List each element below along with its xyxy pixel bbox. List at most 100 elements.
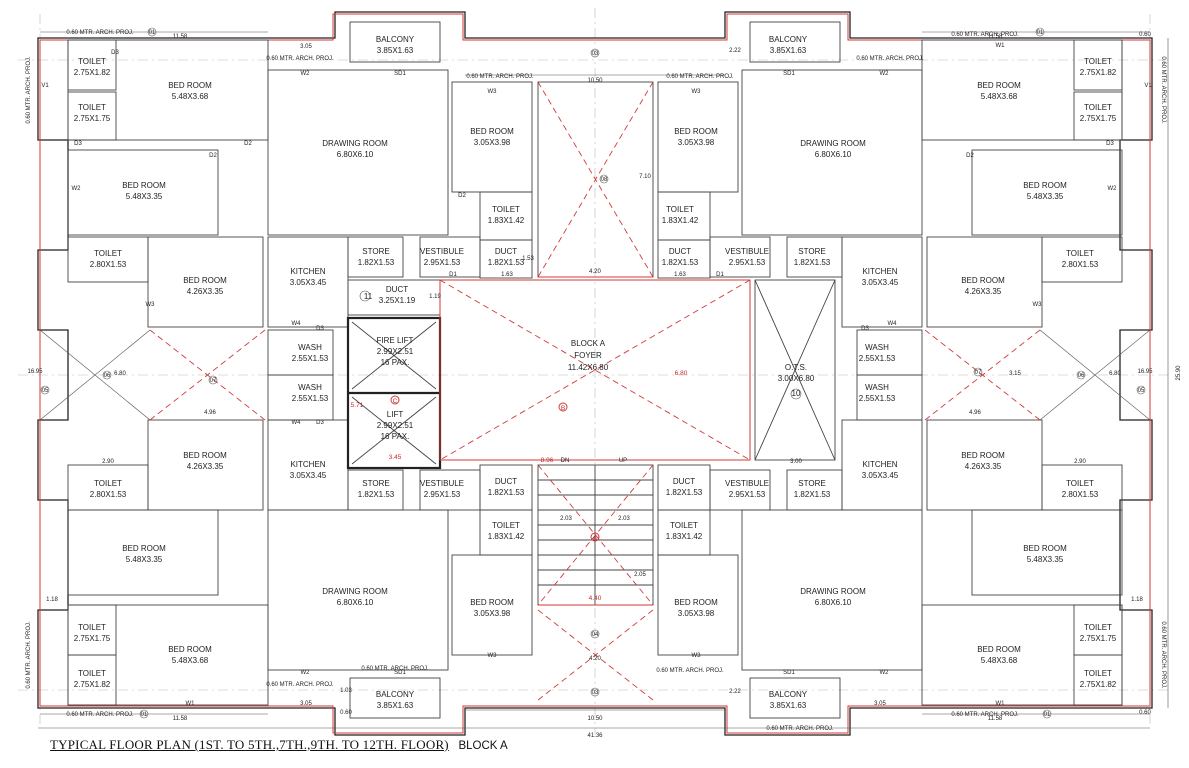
dim-text: 8.96 xyxy=(541,457,554,464)
room-size: 2.55X1.53 xyxy=(859,394,896,403)
room-name: VESTIBULE xyxy=(725,479,769,488)
dim-text: 2.90 xyxy=(1074,459,1086,465)
core xyxy=(346,81,836,701)
room-size: 3.05X3.98 xyxy=(678,138,715,147)
room-size: 3.05X3.98 xyxy=(474,609,511,618)
room-size: 4.26X3.35 xyxy=(187,287,224,296)
room-size: 1.82X1.53 xyxy=(358,258,395,267)
room-size: 6.80X6.10 xyxy=(815,150,852,159)
dim-text: 4.20 xyxy=(589,656,601,662)
dim-text: 2.22 xyxy=(729,48,741,54)
grid-mark: B xyxy=(561,405,565,412)
opening-tag: D3 xyxy=(316,420,324,426)
grid-mark: C xyxy=(393,398,398,405)
room-name: DRAWING ROOM xyxy=(800,587,866,596)
room-size: 3.05X3.45 xyxy=(862,471,899,480)
dim-text: 6.80 xyxy=(114,371,126,377)
fire-lift-name: FIRE LIFT xyxy=(377,336,414,345)
room-size: 2.95X1.53 xyxy=(424,258,461,267)
fire-lift-pax: 16 PAX. xyxy=(381,358,410,367)
room-name: TOILET xyxy=(1066,249,1094,258)
room-size: 2.75X1.82 xyxy=(1080,680,1117,689)
room-name: BED ROOM xyxy=(1023,181,1067,190)
grid-mark: 06 xyxy=(1078,373,1085,379)
dim-text: 11.58 xyxy=(988,716,1003,722)
proj-label: 0.60 MTR. ARCH. PROJ. xyxy=(666,74,734,80)
dim-text: 2.90 xyxy=(102,459,114,465)
grid-bubbles: 01 01 01 01 03 03 04 05 05 06 06 07 07 0… xyxy=(40,27,1146,719)
room-name: BED ROOM xyxy=(122,181,166,190)
dim-text: 4.40 xyxy=(589,595,602,602)
opening-tag: V1 xyxy=(1144,83,1152,89)
dim-text: 3.05 xyxy=(874,701,886,707)
grid-mark: 01 xyxy=(1044,712,1051,718)
room-size: 1.82X1.53 xyxy=(488,258,525,267)
room-name: BALCONY xyxy=(769,690,808,699)
room-name: KITCHEN xyxy=(290,267,325,276)
room-name: DUCT xyxy=(673,477,695,486)
opening-tags: D3 D3 D2 D2 W2 SD1 W3 D2 D1 V1 W2 W3 W4 … xyxy=(41,43,1152,707)
grid-mark: 07 xyxy=(975,370,982,376)
room-size: 5.48X3.35 xyxy=(126,555,163,564)
plan-caption: TYPICAL FLOOR PLAN (1ST. TO 5TH.,7TH.,9T… xyxy=(50,737,508,753)
room-name: BED ROOM xyxy=(961,276,1005,285)
opening-tag: D2 xyxy=(966,153,974,159)
opening-tag: W2 xyxy=(1108,186,1118,192)
opening-tag: W3 xyxy=(146,302,156,308)
room-name: TOILET xyxy=(1084,103,1112,112)
room-name: BED ROOM xyxy=(674,598,718,607)
room-name: TOILET xyxy=(1084,623,1112,632)
room-name: WASH xyxy=(865,343,889,352)
grid-mark: 03 xyxy=(592,51,599,57)
opening-tag: W1 xyxy=(186,701,196,707)
dim-text: 0.60 xyxy=(340,710,352,716)
room-name: TOILET xyxy=(78,57,106,66)
dim-text: 2.05 xyxy=(634,572,646,578)
dim-text: 1.63 xyxy=(674,272,686,278)
duct-center-id: 11 xyxy=(364,292,373,301)
room-name: VESTIBULE xyxy=(420,479,464,488)
room-size: 3.05X3.45 xyxy=(862,278,899,287)
duct-center-size: 3.25X1.19 xyxy=(379,296,416,305)
dim-text: 10.50 xyxy=(587,716,603,722)
room-size: 2.80X1.53 xyxy=(1062,260,1099,269)
room-name: TOILET xyxy=(78,669,106,678)
dim-overall-depth: 25.90 xyxy=(1176,365,1182,381)
stair-up: UP xyxy=(619,458,627,464)
room-name: BED ROOM xyxy=(122,544,166,553)
opening-tag: SD1 xyxy=(783,71,795,77)
duct-center-name: DUCT xyxy=(386,285,408,294)
dim-text: 1.03 xyxy=(340,688,352,694)
opening-tag: W1 xyxy=(996,701,1006,707)
room-size: 3.05X3.45 xyxy=(290,278,327,287)
dim-text: 11.58 xyxy=(988,34,1003,40)
room-size: 2.75X1.75 xyxy=(74,634,111,643)
opening-tag: W4 xyxy=(292,420,302,426)
opening-tag: D3 xyxy=(111,50,119,56)
left-partitions xyxy=(67,21,533,719)
room-size: 2.80X1.53 xyxy=(1062,490,1099,499)
dim-text: 7.10 xyxy=(639,174,651,180)
room-size: 2.75X1.75 xyxy=(74,114,111,123)
proj-label: 0.60 MTR. ARCH. PROJ. xyxy=(26,56,32,124)
room-name: TOILET xyxy=(1084,57,1112,66)
grid-mark: 08 xyxy=(601,177,608,183)
proj-label: 0.60 MTR. ARCH. PROJ. xyxy=(466,74,534,80)
room-name: BED ROOM xyxy=(183,451,227,460)
room-size: 6.80X6.10 xyxy=(337,598,374,607)
opening-tag: W2 xyxy=(880,670,890,676)
dim-text: 16.95 xyxy=(1137,369,1153,375)
room-name: DRAWING ROOM xyxy=(322,587,388,596)
dim-text: 16.95 xyxy=(27,369,43,375)
grid-mark: 06 xyxy=(104,373,111,379)
dim-text: 4.96 xyxy=(204,410,216,416)
grid-mark: 01 xyxy=(149,30,156,36)
room-name: TOILET xyxy=(94,249,122,258)
dim-text: 3.45 xyxy=(389,454,402,461)
opening-tag: W2 xyxy=(880,71,890,77)
room-name: STORE xyxy=(798,479,825,488)
opening-tag: W3 xyxy=(1033,302,1043,308)
opening-tag: V1 xyxy=(41,83,49,89)
grid-mark: 04 xyxy=(592,632,599,638)
room-name: DUCT xyxy=(495,247,517,256)
